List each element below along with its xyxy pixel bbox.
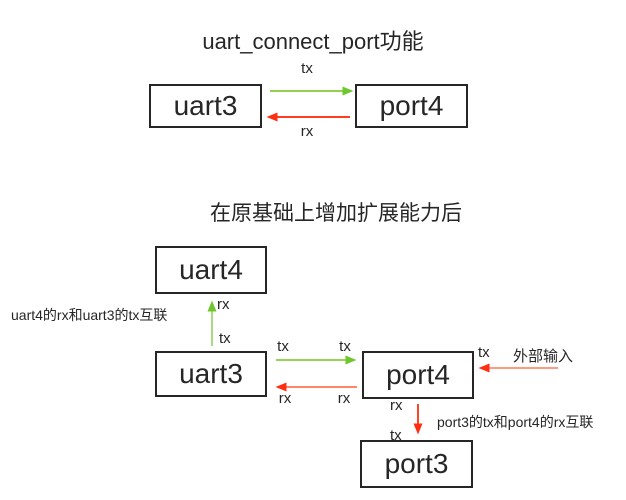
tx-label-uart3-out: tx (277, 338, 289, 355)
rx-label-uart4: rx (217, 296, 230, 313)
rx-label-basic: rx (300, 123, 314, 140)
tx-label-uart3-up: tx (219, 330, 231, 347)
uart3-box-basic: uart3 (149, 84, 262, 128)
rx-label-port4-bottom: rx (390, 397, 403, 414)
section-basic-title: uart_connect_port功能 (202, 29, 424, 54)
port3-box-label: port3 (384, 448, 449, 479)
tx-label-basic: tx (301, 60, 313, 77)
port4-box-basic-label: port4 (379, 90, 444, 121)
tx-label-external: tx (478, 344, 490, 361)
port4-box-label: port4 (386, 359, 450, 390)
external-input-annotation: 外部输入 (513, 348, 574, 365)
port3-box: port3 (360, 440, 473, 488)
uart4-box-label: uart4 (179, 254, 243, 285)
rx-label-uart3-in: rx (278, 390, 292, 407)
port-link-annotation: port3的tx和port4的rx互联 (437, 414, 594, 430)
uart4-box: uart4 (155, 246, 267, 294)
port4-box: port4 (362, 351, 474, 399)
uart3-box: uart3 (155, 351, 267, 397)
tx-label-port4-in: tx (339, 338, 351, 355)
tx-label-port3-top: tx (390, 427, 402, 444)
uart3-box-basic-label: uart3 (173, 90, 238, 121)
section-extended-title: 在原基础上增加扩展能力后 (210, 202, 462, 225)
rx-label-port4-out: rx (337, 390, 351, 407)
uart3-box-label: uart3 (179, 358, 243, 389)
port4-box-basic: port4 (355, 84, 468, 128)
uart-link-annotation: uart4的rx和uart3的tx互联 (11, 307, 168, 323)
